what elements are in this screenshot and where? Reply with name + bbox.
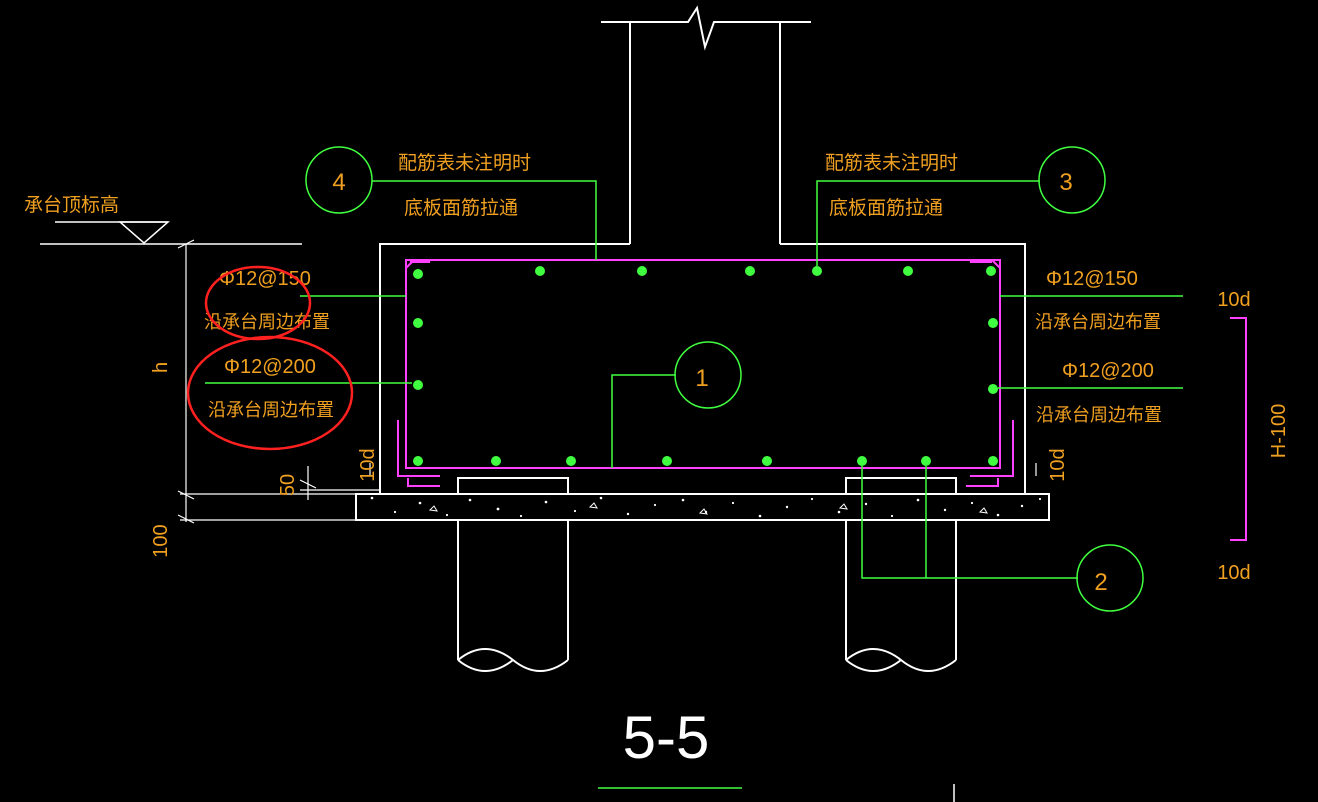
- dim-10d-top: 10d: [1217, 289, 1250, 311]
- callout-3-note-line1: 配筋表未注明时: [825, 152, 958, 174]
- callout-4-note-line1: 配筋表未注明时: [398, 152, 531, 174]
- pile-cap-outline: [379, 243, 1026, 494]
- callout-4-number: 4: [332, 169, 345, 196]
- callout-3-note-line2: 底板面筋拉通: [829, 197, 943, 219]
- right-rebar-top: Φ12@150: [1046, 268, 1138, 290]
- cushion-layer: [355, 493, 1050, 521]
- dim-h-100: H-100: [1268, 404, 1290, 458]
- leader-lines: [205, 180, 1183, 579]
- side-rebar-bracket: [1230, 317, 1247, 541]
- dim-10d-right: 10d: [1047, 448, 1069, 481]
- callout-4-note-line2: 底板面筋拉通: [404, 197, 518, 219]
- left-rebar-mid: Φ12@200: [224, 356, 316, 378]
- callout-3-number: 3: [1059, 169, 1072, 196]
- column-outline: [601, 5, 811, 244]
- right-arrangement-mid: 沿承台周边布置: [1036, 405, 1162, 426]
- rebar-bars: [413, 266, 998, 466]
- right-arrangement-top: 沿承台周边布置: [1035, 312, 1161, 333]
- callout-1: 1: [674, 341, 742, 409]
- dim-10d-bottom: 10d: [1217, 562, 1250, 584]
- pile-right: [845, 477, 957, 672]
- dim-100: 100: [150, 524, 172, 557]
- dim-h: h: [150, 362, 172, 373]
- callout-2: 2: [1076, 544, 1144, 612]
- callout-4: 4: [305, 146, 373, 214]
- dim-10d-left: 10d: [357, 448, 379, 481]
- dim-50: 50: [277, 474, 299, 496]
- right-rebar-mid: Φ12@200: [1062, 360, 1154, 382]
- highlight-annotations: [186, 265, 354, 451]
- pile-left: [457, 477, 569, 672]
- left-arrangement-mid: 沿承台周边布置: [208, 400, 334, 421]
- rebar-cage: [397, 259, 1014, 487]
- callout-3: 3: [1038, 146, 1106, 214]
- callout-2-number: 2: [1094, 569, 1107, 596]
- elevation-marker: 承台顶标高: [24, 194, 302, 245]
- section-title: 5-5: [623, 704, 710, 771]
- top-elevation-label: 承台顶标高: [24, 194, 119, 216]
- callout-1-number: 1: [695, 365, 708, 392]
- left-arrangement-top: 沿承台周边布置: [204, 312, 330, 333]
- left-dimensions: [177, 239, 1037, 524]
